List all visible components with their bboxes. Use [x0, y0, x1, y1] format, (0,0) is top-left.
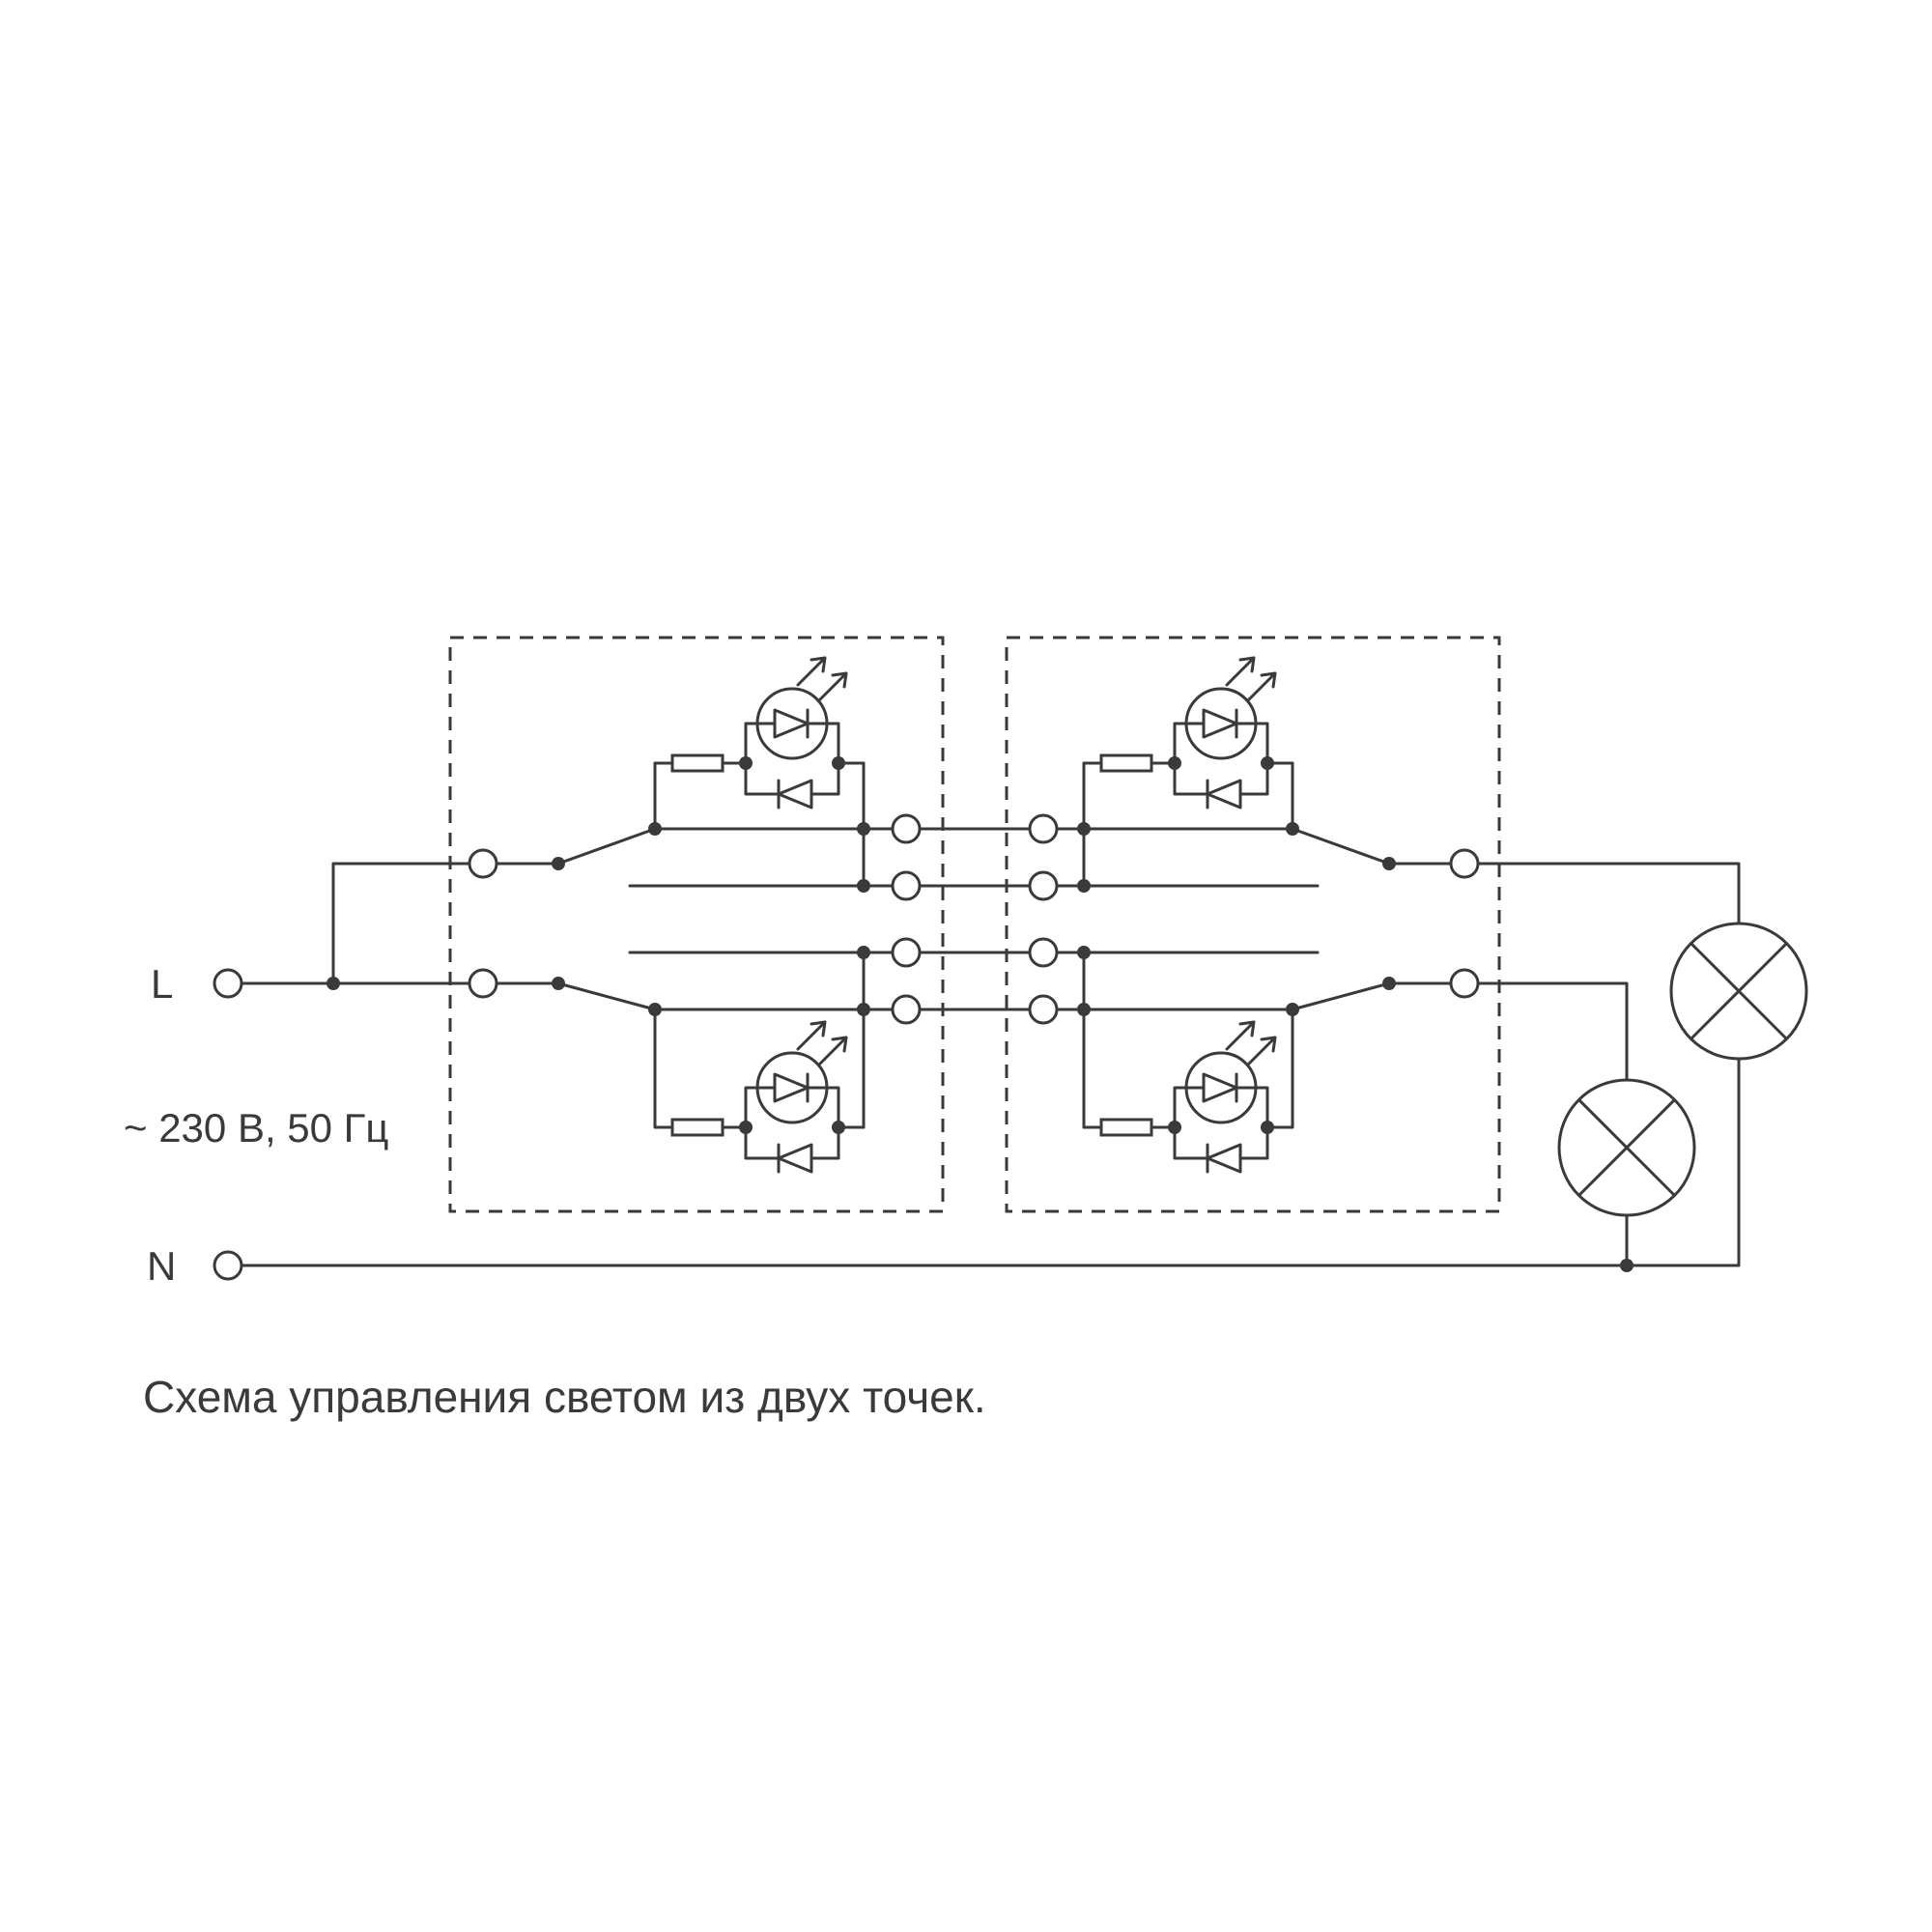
switch-1-output-terminal — [891, 994, 922, 1025]
switch-1-output-terminal — [891, 813, 922, 844]
switch-1-lower-lever — [556, 981, 657, 1011]
switch-2-output-terminal — [1449, 968, 1480, 999]
switch-2-input-terminal — [1028, 937, 1059, 968]
switch-1-upper-lever — [556, 827, 657, 866]
supply-wires — [240, 862, 1741, 1267]
indicator-legs — [653, 761, 866, 888]
junction-dots — [327, 822, 1634, 1272]
switch-2-input-terminal — [1028, 994, 1059, 1025]
neutral-terminal — [213, 1250, 243, 1281]
diagram-caption: Схема управления светом из двух точек. — [143, 1372, 986, 1422]
switch-1-output-terminal — [891, 870, 922, 901]
lamp-1-icon — [1669, 922, 1808, 1061]
voltage-label: ~ 230 В, 50 Гц — [124, 1105, 388, 1151]
switch-levers — [556, 827, 1466, 1011]
indicator-assemblies — [653, 656, 1294, 1174]
switch-2-upper-lever — [1291, 827, 1466, 866]
line-terminal — [213, 968, 243, 999]
lamp-1-wire — [1463, 862, 1741, 1267]
switch-2-input-terminal — [1028, 870, 1059, 901]
switch-2-lower-lever — [1291, 981, 1466, 1011]
lamp-2-icon — [1557, 1078, 1696, 1217]
indicator-legs — [1082, 951, 1294, 1129]
switch-2-output-terminal — [1449, 848, 1480, 879]
switch-1-input-terminal — [468, 968, 498, 999]
switch-1-input-terminal — [468, 848, 498, 879]
switch-1-output-terminal — [891, 937, 922, 968]
terminals — [213, 813, 1480, 1281]
line-label: L — [151, 961, 173, 1007]
traveler-wires — [628, 827, 1320, 1011]
line-wire — [240, 862, 560, 985]
switch-2-input-terminal — [1028, 813, 1059, 844]
indicator-legs — [653, 951, 866, 1129]
lamp-2-wire — [1463, 981, 1629, 1267]
indicator-legs — [1082, 761, 1294, 888]
lamp-wires — [1463, 862, 1741, 1267]
neutral-label: N — [147, 1243, 176, 1289]
